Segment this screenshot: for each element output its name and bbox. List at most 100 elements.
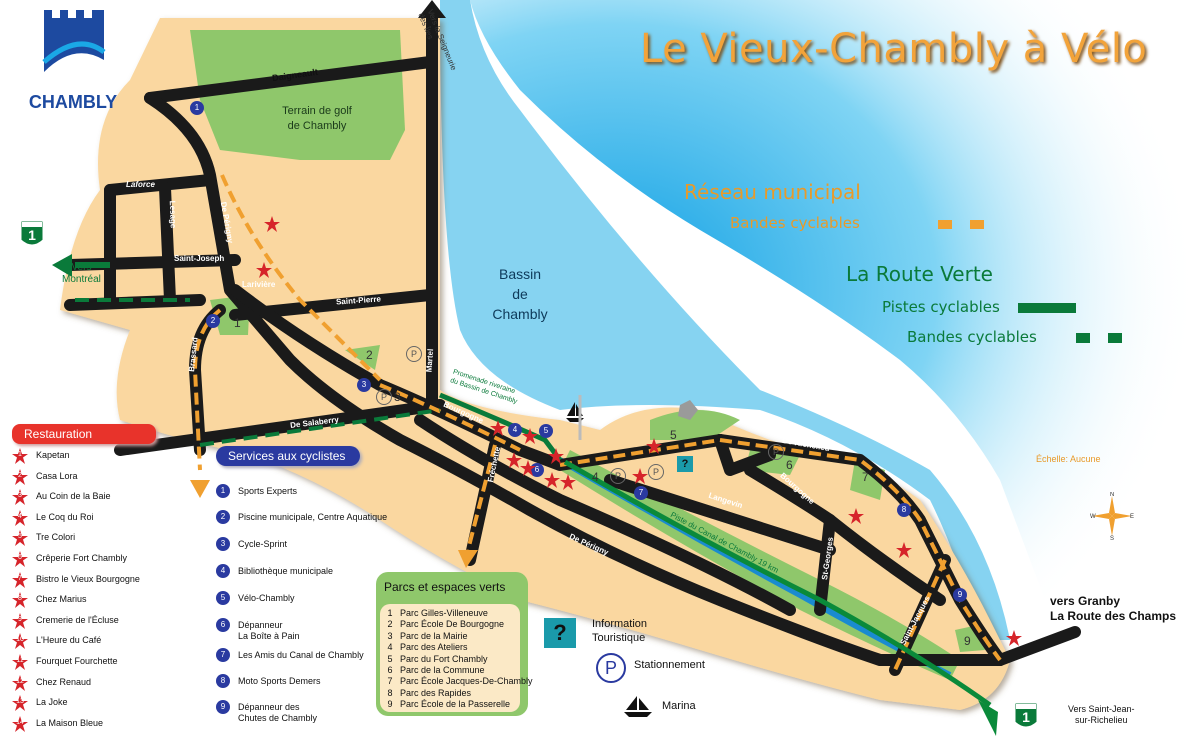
chambly-castle-logo xyxy=(42,10,106,82)
arrow-montreal-head xyxy=(52,254,72,277)
restaurant-marker[interactable] xyxy=(490,420,506,436)
parking-marker[interactable]: P xyxy=(768,444,784,460)
restaurant-marker[interactable] xyxy=(632,468,648,484)
restaurant-marker[interactable] xyxy=(520,460,536,476)
service-number: 7 xyxy=(216,648,230,662)
parc-name: Parc de la Mairie xyxy=(400,630,468,641)
service-marker-1[interactable]: 1 xyxy=(190,101,204,115)
parc-item[interactable]: 1 Parc Gilles-Villeneuve xyxy=(380,608,488,618)
parking-marker[interactable]: P xyxy=(610,468,626,484)
service-name: Cycle-Sprint xyxy=(238,539,288,549)
info-marker[interactable]: ? xyxy=(677,456,693,472)
restaurant-number: 5 xyxy=(18,533,22,541)
restaurant-number: 8 xyxy=(18,595,22,603)
street-lesage: Lesage xyxy=(167,200,178,229)
restaurant-marker[interactable] xyxy=(896,542,912,558)
route-verte-shield-south: 1 xyxy=(1014,702,1038,732)
restaurant-marker[interactable] xyxy=(646,438,662,454)
arrow-saint-jean-head xyxy=(978,700,998,736)
restauration-heading: Restauration xyxy=(12,424,156,444)
service-marker-4[interactable]: 4 xyxy=(508,423,522,437)
road-east-connector xyxy=(714,434,776,476)
service-marker-9[interactable]: 9 xyxy=(953,588,967,602)
star-icon: 7 xyxy=(12,571,28,588)
road-saint-joseph-s xyxy=(64,294,206,311)
restaurant-marker[interactable] xyxy=(1006,630,1022,646)
service-marker-3[interactable]: 3 xyxy=(357,378,371,392)
restaurant-marker[interactable] xyxy=(506,452,522,468)
restaurant-name: La Maison Bleue xyxy=(36,717,104,728)
parcs-list-bg xyxy=(380,604,520,712)
restaurant-marker[interactable] xyxy=(522,428,538,444)
parc-number: 1 xyxy=(387,608,393,618)
service-number: 5 xyxy=(216,591,230,605)
arrow-frechette-head xyxy=(458,550,478,568)
restaurant-item[interactable]: 4 Le Coq du Roi xyxy=(12,509,94,526)
parking-marker[interactable]: P xyxy=(376,389,392,405)
restaurant-number: 6 xyxy=(18,554,22,561)
restaurant-number: 13 xyxy=(16,698,24,706)
restaurant-number: 4 xyxy=(18,512,22,520)
restaurant-item[interactable]: 14 La Maison Bleue xyxy=(12,715,104,732)
restaurant-marker[interactable] xyxy=(560,474,576,490)
service-marker-8[interactable]: 8 xyxy=(897,503,911,517)
water-basin xyxy=(420,0,1200,640)
restaurant-marker[interactable] xyxy=(264,216,280,232)
scale-label: Échelle: Aucune xyxy=(1036,454,1101,464)
service-marker-7[interactable]: 7 xyxy=(634,486,648,500)
parc-name: Parc École Jacques-De-Chambly xyxy=(400,676,533,687)
service-number: 9 xyxy=(216,700,230,714)
restaurant-marker[interactable] xyxy=(544,472,560,488)
fort-chambly xyxy=(678,400,698,420)
restaurant-marker[interactable] xyxy=(848,508,864,524)
chambly-logo[interactable]: CHAMBLY xyxy=(18,6,128,116)
restaurant-item[interactable]: 10 L'Heure du Café xyxy=(12,633,102,650)
restaurant-name: L'Heure du Café xyxy=(36,635,102,646)
star-icon: 2 xyxy=(12,468,28,485)
star-icon: 10 xyxy=(12,633,28,650)
parking-marker[interactable]: P xyxy=(648,464,664,480)
parc-name: Parc Gilles-Villeneuve xyxy=(400,608,488,618)
parking-marker[interactable]: P xyxy=(406,346,422,362)
star-icon: 8 xyxy=(12,592,28,609)
restaurant-name: Au Coin de la Baie xyxy=(36,491,111,502)
park-5-area xyxy=(650,410,740,440)
parc-number: 5 xyxy=(387,653,393,664)
restaurant-marker[interactable] xyxy=(548,448,564,464)
service-marker-5[interactable]: 5 xyxy=(539,424,553,438)
legend-route-verte-heading: La Route Verte xyxy=(846,262,993,286)
restaurant-name: Le Coq du Roi xyxy=(36,511,94,522)
route-verte-salaberry xyxy=(199,408,441,447)
service-marker-2[interactable]: 2 xyxy=(206,314,220,328)
restaurant-marker[interactable] xyxy=(256,262,272,278)
star-icon: 14 xyxy=(12,715,28,732)
